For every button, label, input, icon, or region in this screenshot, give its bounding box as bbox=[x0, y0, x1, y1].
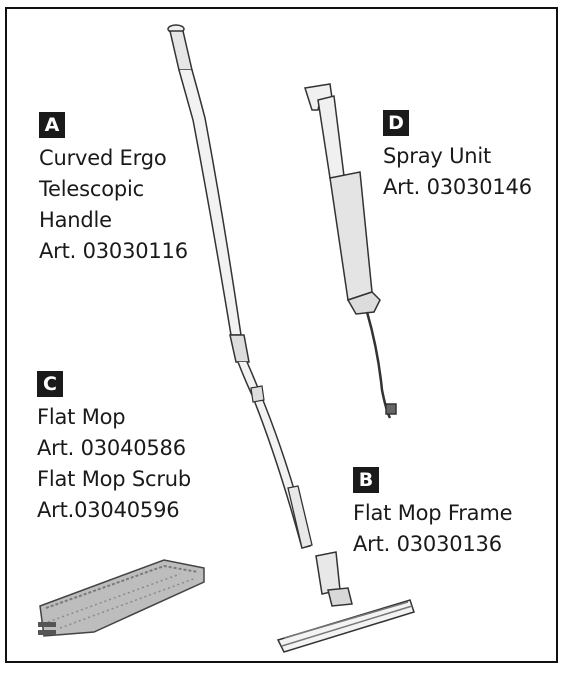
part-a-line-4: Art. 03030116 bbox=[39, 239, 188, 263]
part-a-line-3: Handle bbox=[39, 208, 112, 232]
catalog-frame bbox=[5, 7, 558, 663]
part-c-line-4: Art.03040596 bbox=[37, 498, 180, 522]
part-c-line-2: Art. 03040586 bbox=[37, 436, 186, 460]
telescopic-handle-illustration bbox=[167, 24, 313, 549]
part-a-line-1: Curved Ergo bbox=[39, 146, 167, 170]
part-c-block: C Flat Mop Art. 03040586 Flat Mop Scrub … bbox=[37, 371, 191, 526]
part-c-line-3: Flat Mop Scrub bbox=[37, 467, 192, 491]
part-c-letter-badge: C bbox=[37, 371, 63, 397]
part-b-line-1: Flat Mop Frame bbox=[353, 501, 513, 525]
mop-frame-illustration bbox=[276, 551, 415, 653]
part-b-line-2: Art. 03030136 bbox=[353, 532, 502, 556]
part-d-line-1: Spray Unit bbox=[383, 144, 492, 168]
flat-mop-pad-illustration bbox=[38, 559, 205, 637]
part-a-block: A Curved Ergo Telescopic Handle Art. 030… bbox=[39, 112, 188, 267]
part-d-letter-badge: D bbox=[383, 110, 409, 136]
part-d-line-2: Art. 03030146 bbox=[383, 175, 532, 199]
spray-unit-illustration bbox=[304, 83, 397, 419]
part-c-line-1: Flat Mop bbox=[37, 405, 126, 429]
part-d-block: D Spray Unit Art. 03030146 bbox=[383, 110, 532, 203]
part-a-letter-badge: A bbox=[39, 112, 65, 138]
part-a-line-2: Telescopic bbox=[39, 177, 144, 201]
part-b-block: B Flat Mop Frame Art. 03030136 bbox=[353, 467, 512, 560]
part-b-letter-badge: B bbox=[353, 467, 379, 493]
